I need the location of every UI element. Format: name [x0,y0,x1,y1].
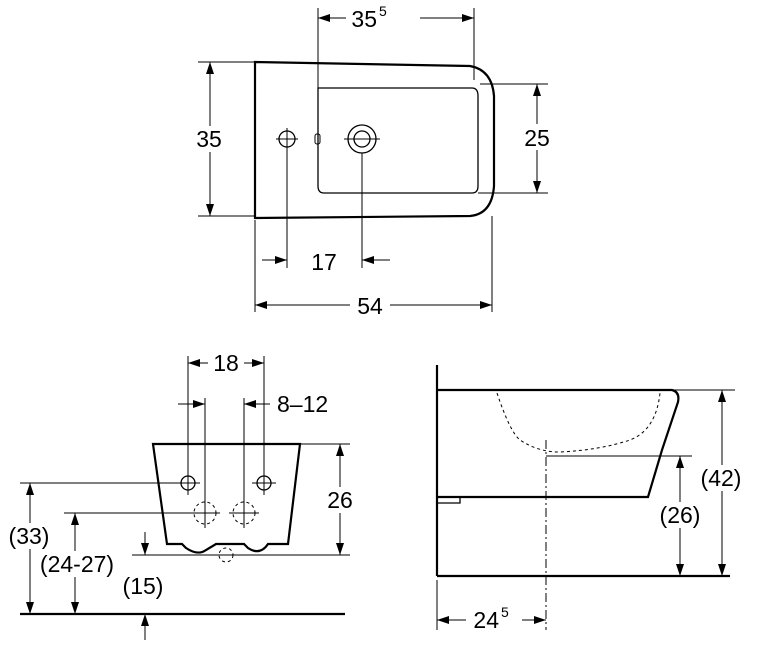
dim-bowl-width-superscript: 5 [379,3,387,19]
dim-bolt-range: 8–12 [277,391,328,417]
dim-floor-drain: (15) [123,573,164,599]
dim-body-height: 26 [327,487,353,513]
rear-view: 18 8–12 26 (33) (24-27) (15) [4,350,358,640]
dim-supply-height: (24-27) [40,551,114,577]
dim-outlet-height: (26) [660,502,701,528]
dim-tap-offset: 17 [311,249,337,275]
dim-rim-height: (42) [701,465,742,491]
dim-depth: 35 [196,126,222,152]
overflow-slot [314,133,321,145]
top-view: 35 5 35 25 17 54 [190,3,558,319]
dim-mount-height: (33) [9,523,50,549]
side-view-bowl [496,392,661,453]
dim-outlet-offset-superscript: 5 [501,604,509,620]
top-view-bowl [317,87,479,194]
side-view-outline [437,388,680,499]
side-view: (42) (26) 24 5 [435,365,748,633]
top-view-outline [253,60,496,220]
supply-hole-right-icon [229,498,259,528]
dim-bolt-spacing: 18 [213,350,239,376]
dim-length: 54 [357,293,383,319]
tap-hole-icon [276,128,298,150]
fixing-bracket [437,496,461,504]
dim-bowl-depth: 25 [524,125,550,151]
dim-outlet-offset: 24 [473,607,499,633]
drain-icon [344,124,380,154]
rear-view-outline [151,442,302,554]
dim-bowl-width: 35 [351,6,377,32]
